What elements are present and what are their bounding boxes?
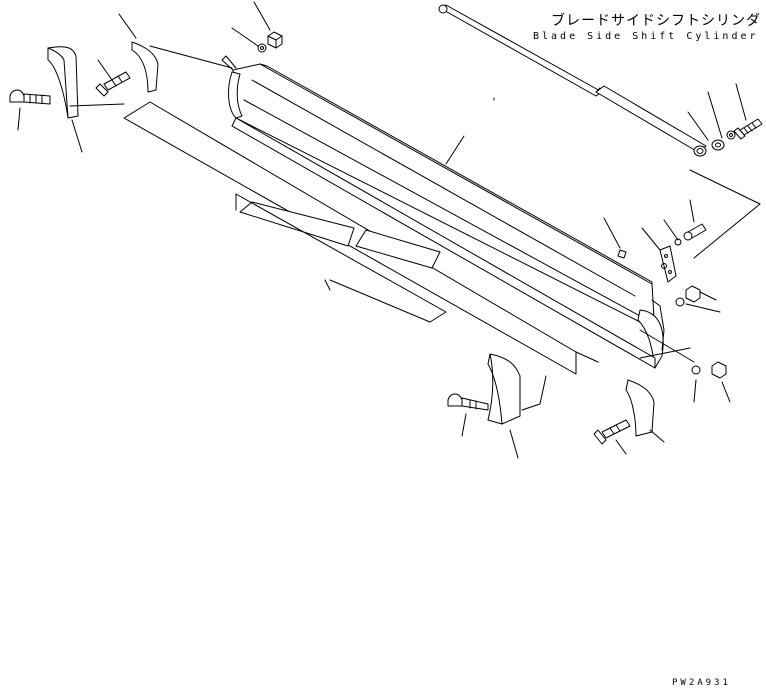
nut-right-mid — [686, 286, 700, 302]
cylinder-title-english: Blade Side Shift Cylinder — [533, 31, 759, 42]
bracket-plate — [660, 246, 676, 282]
end-bit-right-front — [488, 354, 520, 424]
grease-fitting — [618, 250, 626, 258]
side-shift-cylinder — [439, 5, 706, 156]
cutting-edge-segment-left — [240, 202, 354, 246]
plow-bolt-right-back — [594, 420, 630, 444]
plow-bolt-upper — [96, 72, 130, 96]
bracket-bolt — [675, 224, 706, 245]
end-bit-left-large — [48, 47, 78, 118]
cylinder-bolt — [734, 119, 762, 139]
cylinder-washer — [712, 140, 724, 150]
end-bit-right-back — [626, 380, 654, 436]
cutting-edge-segment-right — [356, 230, 440, 268]
nut-top-left — [268, 32, 282, 48]
washer-right-mid — [676, 298, 684, 306]
nut-right-low — [712, 362, 726, 378]
plow-bolt-left — [10, 90, 50, 104]
leader-lines — [18, 2, 760, 458]
blade-body — [222, 56, 664, 368]
plow-bolt-right-front — [448, 394, 488, 410]
drawing-code: PW2A931 — [672, 678, 731, 688]
washer-top-left — [258, 44, 266, 52]
end-bit-left-small — [132, 42, 158, 92]
cylinder-lock-washer — [727, 131, 735, 139]
cylinder-title-japanese: ブレードサイドシフトシリンダ — [551, 13, 761, 29]
washer-right-low — [692, 366, 700, 374]
